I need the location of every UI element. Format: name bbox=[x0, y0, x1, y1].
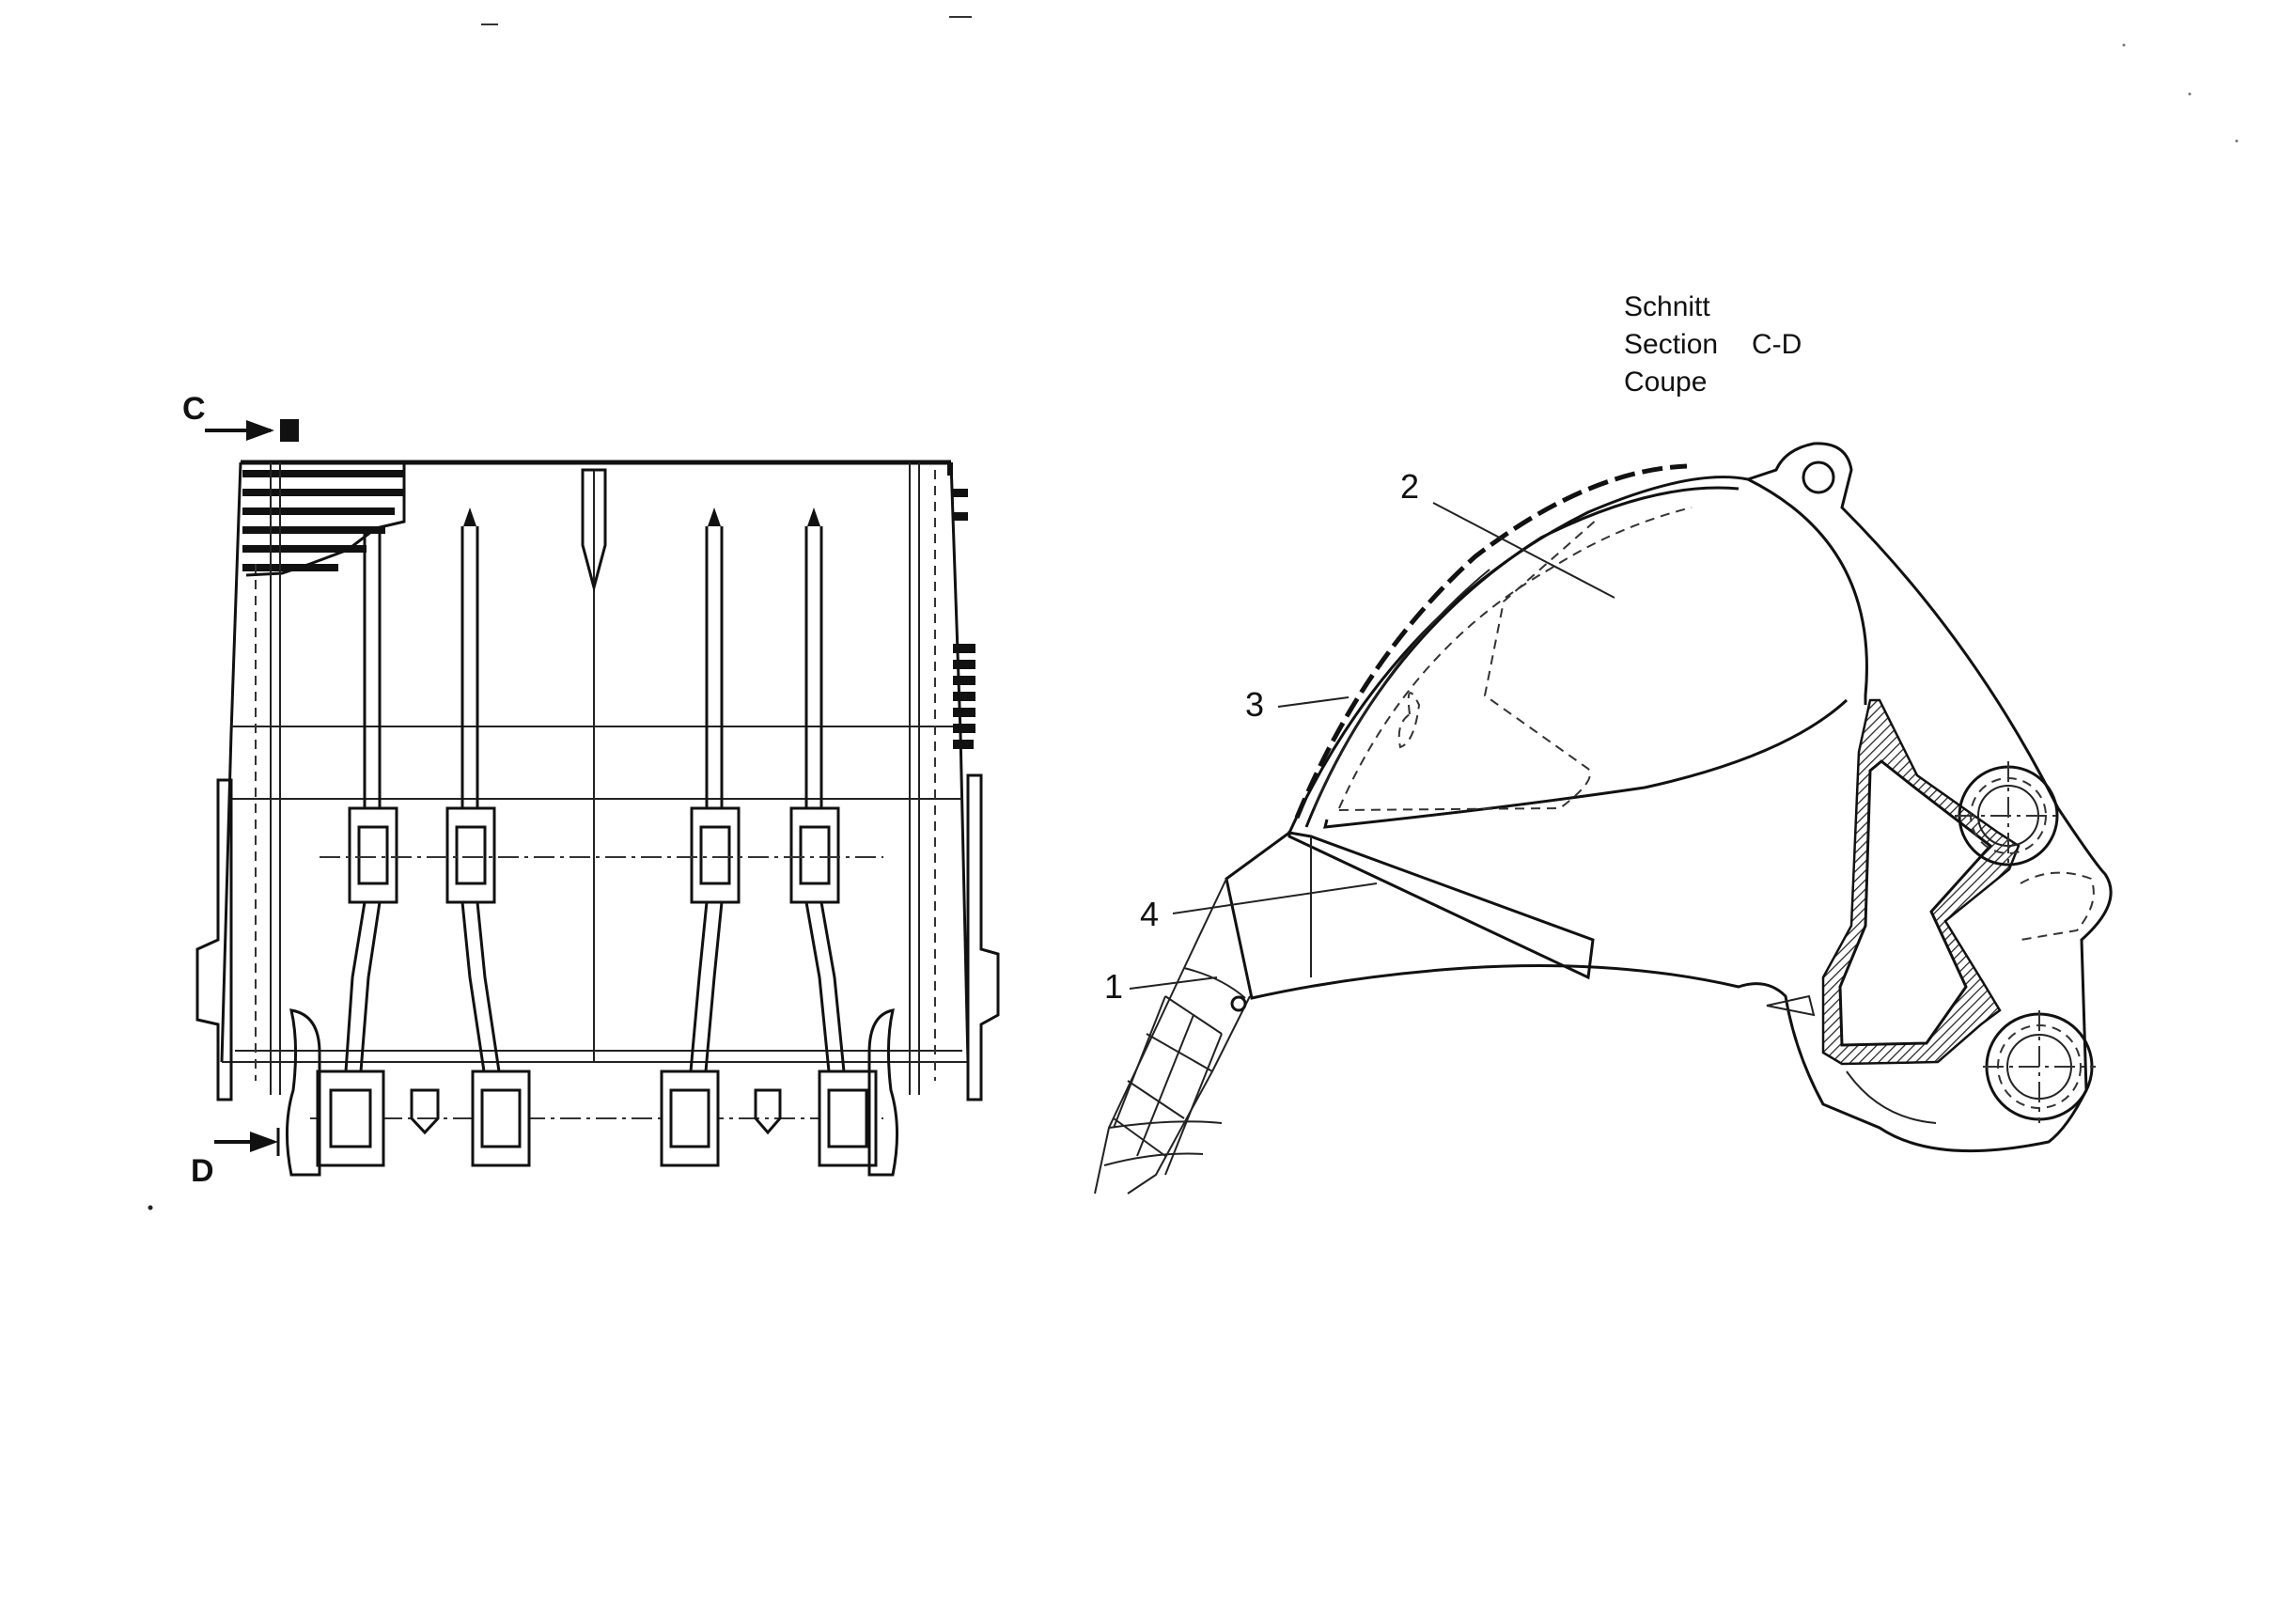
lifting-lug-eye bbox=[1802, 461, 1835, 494]
callout-1-label: 1 bbox=[1104, 967, 1123, 1006]
lower-hinge-bosses bbox=[286, 1008, 898, 1177]
section-marker-c: C bbox=[182, 391, 299, 442]
tooth-wireframe bbox=[1094, 878, 1251, 1195]
callout-2-label: 2 bbox=[1400, 467, 1419, 506]
tie-rod-2 bbox=[445, 508, 501, 1072]
side-plate-right bbox=[966, 773, 1000, 1101]
wear-blocks-right bbox=[947, 462, 975, 749]
callout-4: 4 bbox=[1140, 882, 1378, 933]
callout-1: 1 bbox=[1104, 967, 1218, 1006]
tie-rod-3 bbox=[689, 508, 741, 1072]
title-coupe: Coupe bbox=[1624, 367, 1707, 398]
bucket-shell-outline bbox=[1225, 442, 2113, 1153]
wear-strip bbox=[1294, 463, 1688, 819]
tooth-small-left bbox=[410, 1088, 440, 1135]
bucket-front-view: C D bbox=[182, 391, 1000, 1189]
bucket-left-side bbox=[220, 461, 242, 1063]
tooth-small-right bbox=[754, 1088, 782, 1135]
callout-2: 2 bbox=[1400, 467, 1615, 599]
title-schnitt: Schnitt bbox=[1624, 291, 1710, 322]
scan-specks bbox=[148, 16, 2239, 1210]
center-tooth-profile bbox=[581, 468, 607, 593]
bucket-right-side bbox=[949, 461, 970, 1063]
lower-pin-boss bbox=[1983, 1010, 2096, 1123]
callout-3-label: 3 bbox=[1245, 685, 1264, 724]
section-arrow-c-label: C bbox=[182, 391, 206, 427]
callout-4-label: 4 bbox=[1140, 895, 1159, 933]
side-plate-left bbox=[195, 778, 233, 1101]
section-title-block: Schnitt Section Coupe C-D bbox=[1624, 291, 1802, 398]
wear-plates-left bbox=[242, 461, 406, 577]
tie-rod-1 bbox=[344, 526, 398, 1072]
title-section-mark: C-D bbox=[1752, 329, 1802, 360]
tie-rod-4 bbox=[789, 508, 846, 1072]
strut-plate bbox=[1287, 831, 1595, 980]
callout-3: 3 bbox=[1245, 685, 1350, 724]
upper-pin-boss bbox=[1955, 761, 2063, 869]
bucket-side-section: 1 2 3 4 bbox=[1094, 442, 2113, 1195]
title-section: Section bbox=[1624, 329, 1718, 360]
section-arrow-d-label: D bbox=[191, 1153, 214, 1189]
section-marker-d: D bbox=[191, 1128, 280, 1189]
